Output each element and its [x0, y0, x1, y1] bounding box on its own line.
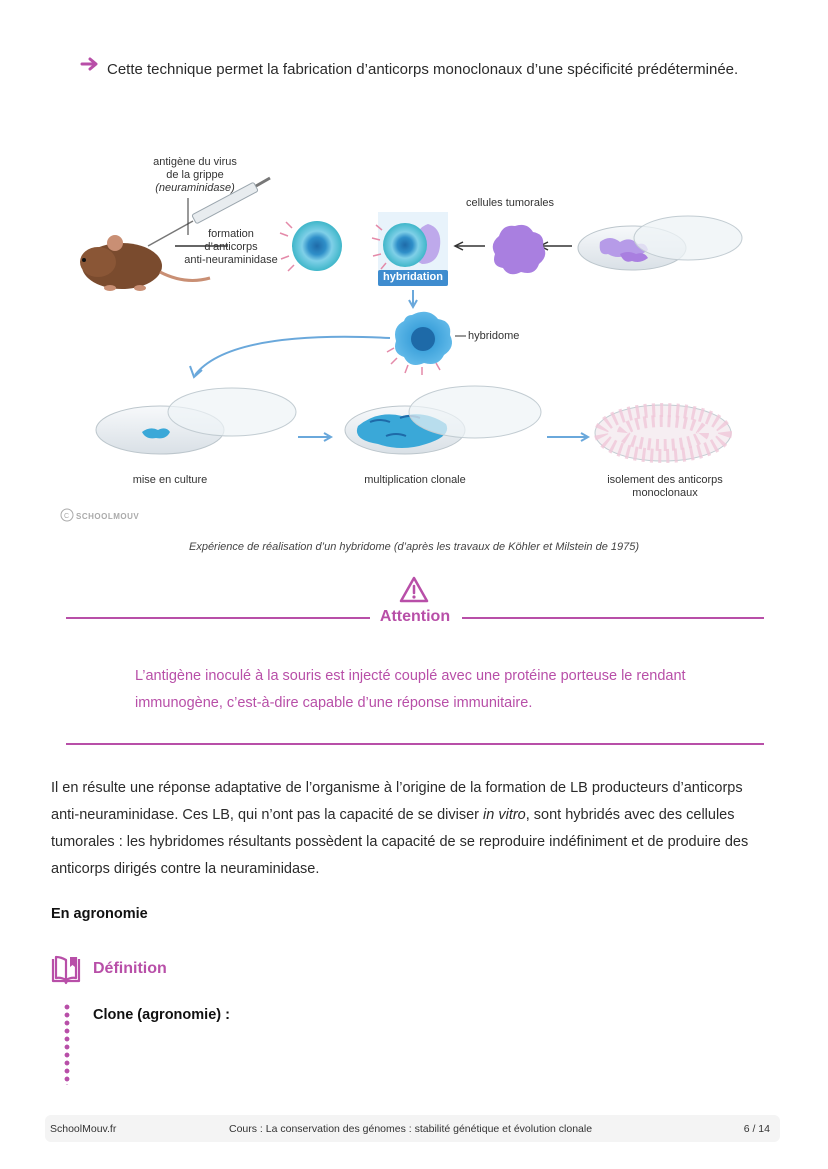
footer-course: Cours : La conservation des génomes : st…: [229, 1123, 593, 1135]
tumor-petri-dish: [577, 215, 743, 271]
figure-caption: Expérience de réalisation d’un hybridome…: [188, 541, 640, 553]
svg-text:C: C: [64, 513, 69, 520]
hybridome-label: hybridome: [468, 330, 520, 342]
syringe-icon: [147, 176, 271, 247]
attention-text: L’antigène inoculé à la souris est injec…: [135, 668, 686, 711]
antigen-label-line2: de la grippe: [166, 169, 224, 181]
page-footer: SchoolMouv.fr Cours : La conservation de…: [45, 1115, 780, 1142]
paragraph-italic: in vitro: [483, 807, 526, 823]
culture-petri-dish: [95, 387, 297, 455]
isolation-label-line1: isolement des anticorps: [607, 474, 723, 486]
section-heading: En agronomie: [51, 906, 148, 922]
antigen-label-line1: antigène du virus: [153, 156, 237, 168]
antigen-label: antigène du virus de la grippe (neuramin…: [120, 156, 270, 195]
hybridation-label: hybridation: [383, 271, 443, 283]
paragraph-text-2: , sont hybridés avec des cellules tumora…: [51, 807, 749, 877]
isolation-label-line2: monoclonaux: [632, 487, 698, 499]
clone-definition-title: Clone (agronomie) :: [93, 1007, 230, 1023]
body-paragraph: Il en résulte une réponse adaptative de …: [51, 775, 771, 883]
multiplication-petri-dish: [344, 385, 542, 455]
attention-title: Attention: [379, 608, 451, 625]
hybridoma-diagram: C: [60, 176, 743, 522]
footer-page-number: 6 / 14: [743, 1123, 770, 1135]
culture-label: mise en culture: [132, 474, 208, 486]
antigen-label-line3: (neuraminidase): [155, 182, 235, 194]
formation-label-line3: anti-neuraminidase: [184, 254, 278, 266]
footer-site: SchoolMouv.fr: [50, 1123, 117, 1135]
formation-label: formation d’anticorps anti-neuraminidase: [166, 228, 296, 267]
hybridoma-figure: C antigène du virus de la grippe (neuram…: [60, 150, 760, 530]
formation-label-line1: formation: [208, 228, 254, 240]
multiplication-label: multiplication clonale: [364, 474, 466, 486]
formation-label-line2: d’anticorps: [204, 241, 258, 253]
copyright-icon: [60, 508, 74, 522]
definition-dotted-rule: [64, 1003, 70, 1085]
isolation-label: isolement des anticorps monoclonaux: [595, 474, 735, 500]
hybridation-label-bg: [378, 270, 448, 286]
tumor-cells-label: cellules tumorales: [465, 197, 555, 209]
paragraph-text-1: Il en résulte une réponse adaptative de …: [51, 780, 743, 823]
attention-rule-left: [66, 617, 370, 619]
intro-text: Cette technique permet la fabrication d’…: [107, 61, 739, 78]
arrow-right-icon: [80, 57, 98, 71]
warning-icon: [399, 576, 429, 603]
attention-rule-right: [462, 617, 764, 619]
mouse-icon: [80, 235, 211, 291]
isolation-petri-dish: [594, 403, 732, 463]
lymphocyte-b-cell: [279, 221, 342, 272]
book-icon: [51, 955, 81, 985]
definition-title: Définition: [93, 960, 167, 977]
brand-watermark: SCHOOLMOUV: [76, 512, 140, 521]
attention-rule-bottom: [66, 743, 764, 745]
tumor-cell: [492, 224, 546, 275]
